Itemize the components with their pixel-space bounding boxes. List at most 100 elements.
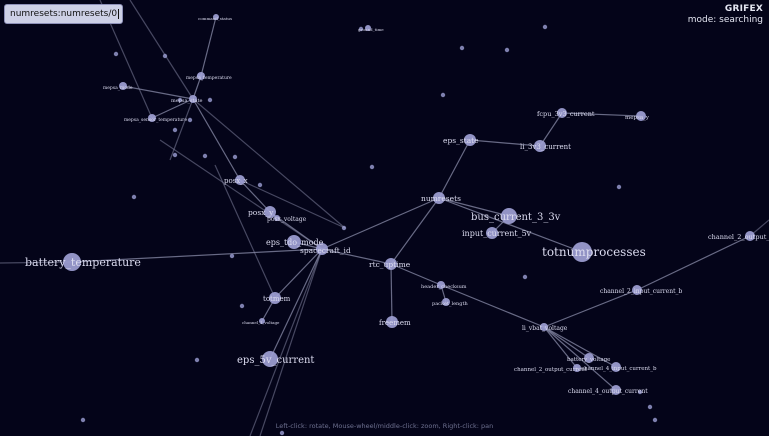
graph-node-minor[interactable] — [194, 357, 200, 363]
graph-edge — [543, 326, 617, 391]
graph-labels: battery_temperaturetotnumprocessesbus_cu… — [25, 16, 769, 395]
graph-node-posx-x[interactable] — [235, 175, 245, 185]
app-header: GRIFEX mode: searching — [688, 4, 763, 26]
graph-node-channel-4-output-current[interactable] — [611, 385, 621, 395]
graph-edge — [269, 248, 323, 360]
graph-node-packet-length[interactable] — [442, 298, 450, 306]
graph-node-minor[interactable] — [522, 274, 528, 280]
graph-node-minor[interactable] — [229, 253, 235, 259]
graph-node-label: li_3v3_current — [520, 143, 571, 151]
graph-node-freemem[interactable] — [386, 316, 398, 328]
graph-edge — [543, 326, 590, 359]
graph-node-minor[interactable] — [257, 182, 263, 188]
graph-node-minor[interactable] — [647, 404, 653, 410]
graph-node-label: ground_time — [358, 27, 384, 32]
graph-edge — [321, 248, 392, 265]
graph-node-minor[interactable] — [542, 24, 548, 30]
graph-edge — [239, 179, 346, 229]
graph-edge — [239, 179, 271, 213]
graph-node-battery-temperature[interactable] — [63, 253, 81, 271]
graph-node-minor[interactable] — [440, 92, 446, 98]
graph-edge — [543, 326, 617, 368]
graph-node-spacecraft-id[interactable] — [316, 243, 328, 255]
graph-node-channel-4-input-current-b[interactable] — [611, 362, 621, 372]
graph-edge — [469, 139, 541, 147]
graph-node-label: packet_length — [432, 301, 468, 307]
graph-node-totnumprocesses[interactable] — [572, 242, 592, 262]
graph-node-fcpu-3v3-current[interactable] — [557, 108, 567, 118]
graph-node-minor[interactable] — [172, 152, 178, 158]
graph-edge — [390, 197, 440, 265]
graph-node-minor[interactable] — [459, 45, 465, 51]
graph-node-label: channel_4_input_current_b — [581, 366, 657, 372]
graph-node-minor[interactable] — [341, 225, 347, 231]
graph-node-label: input_current_5v — [462, 229, 532, 238]
graph-edge — [636, 235, 751, 291]
graph-node-minor[interactable] — [187, 117, 193, 123]
graph-node-command-status[interactable] — [213, 14, 219, 20]
graph-node-minor[interactable] — [162, 53, 168, 59]
graph-edge — [274, 248, 323, 299]
graph-node-mepsa-sensor-temperature[interactable] — [148, 114, 156, 122]
graph-node-eps-state[interactable] — [464, 134, 476, 146]
graph-nodes — [63, 14, 755, 436]
graph-node-bus-current-3-3v[interactable] — [501, 208, 517, 224]
graph-node-numresets[interactable] — [433, 192, 445, 204]
graph-node-mepsa-mode[interactable] — [119, 82, 127, 90]
graph-edge — [214, 164, 276, 299]
graph-node-input-current-5v[interactable] — [486, 227, 498, 239]
search-input[interactable]: numresets:numresets/0 — [4, 4, 123, 24]
graph-node-minor[interactable] — [279, 430, 285, 436]
graph-node-minor[interactable] — [616, 184, 622, 190]
graph-node-minor[interactable] — [358, 26, 364, 32]
graph-node-header-checksum[interactable] — [437, 281, 445, 289]
graph-edge — [192, 75, 202, 100]
graph-node-totmem[interactable] — [269, 292, 281, 304]
search-input-value: numresets:numresets/0 — [10, 9, 118, 19]
graph-node-minor[interactable] — [172, 127, 178, 133]
graph-node-minor[interactable] — [369, 164, 375, 170]
graph-node-label: totmem — [263, 295, 291, 303]
graph-edge — [159, 139, 323, 250]
graph-node-minor[interactable] — [80, 417, 86, 423]
graph-edge — [543, 326, 578, 369]
graph-node-label: battery_voltage — [567, 357, 610, 363]
graph-node-minor[interactable] — [652, 417, 658, 423]
graph-edge — [440, 284, 545, 328]
graph-node-minor[interactable] — [113, 51, 119, 57]
graph-node-label: freemem — [379, 319, 411, 327]
graph-node-label: header_checksum — [421, 284, 467, 290]
graph-node-mepsa-state[interactable] — [189, 95, 197, 103]
graph-edge — [129, 0, 194, 100]
graph-node-minor[interactable] — [202, 153, 208, 159]
graph-edge — [543, 289, 638, 328]
graph-node-mepsa-temperature[interactable] — [197, 72, 205, 80]
graph-node-posx-y[interactable] — [264, 206, 276, 218]
graph-edge — [249, 248, 323, 436]
graph-node-label: channel_4_output_current — [568, 388, 648, 395]
graph-node-li-3v3-current[interactable] — [534, 140, 546, 152]
graph-edge — [71, 248, 323, 263]
graph-node-minor[interactable] — [131, 194, 137, 200]
graph-node-li-vbat-voltage[interactable] — [540, 323, 548, 331]
graph-node-channel-2-output-voltage[interactable] — [745, 231, 755, 241]
graph-node-channel-1-voltage[interactable] — [259, 318, 265, 324]
graph-node-label: battery_temperature — [25, 256, 141, 269]
graph-node-eps-tdo-mode[interactable] — [287, 235, 301, 249]
graph-node-minor[interactable] — [232, 154, 238, 160]
graph-node-ground-time[interactable] — [365, 25, 371, 31]
graph-node-minor[interactable] — [637, 389, 643, 395]
graph-node-eps-5v-current[interactable] — [262, 351, 278, 367]
graph-node-channel-2-input-current-b[interactable] — [632, 285, 642, 295]
mode-indicator: mode: searching — [687, 15, 763, 25]
graph-node-minor[interactable] — [207, 97, 213, 103]
graph-node-minor[interactable] — [504, 47, 510, 53]
graph-node-channel-2-output-current[interactable] — [573, 364, 581, 372]
graph-node-battery-voltage[interactable] — [584, 353, 594, 363]
graph-node-mepsa-y[interactable] — [636, 111, 646, 121]
graph-node-posx-voltage[interactable] — [274, 215, 280, 221]
graph-node-rtc-uptime[interactable] — [385, 258, 397, 270]
graph-node-minor[interactable] — [177, 97, 183, 103]
graph-node-minor[interactable] — [239, 303, 245, 309]
